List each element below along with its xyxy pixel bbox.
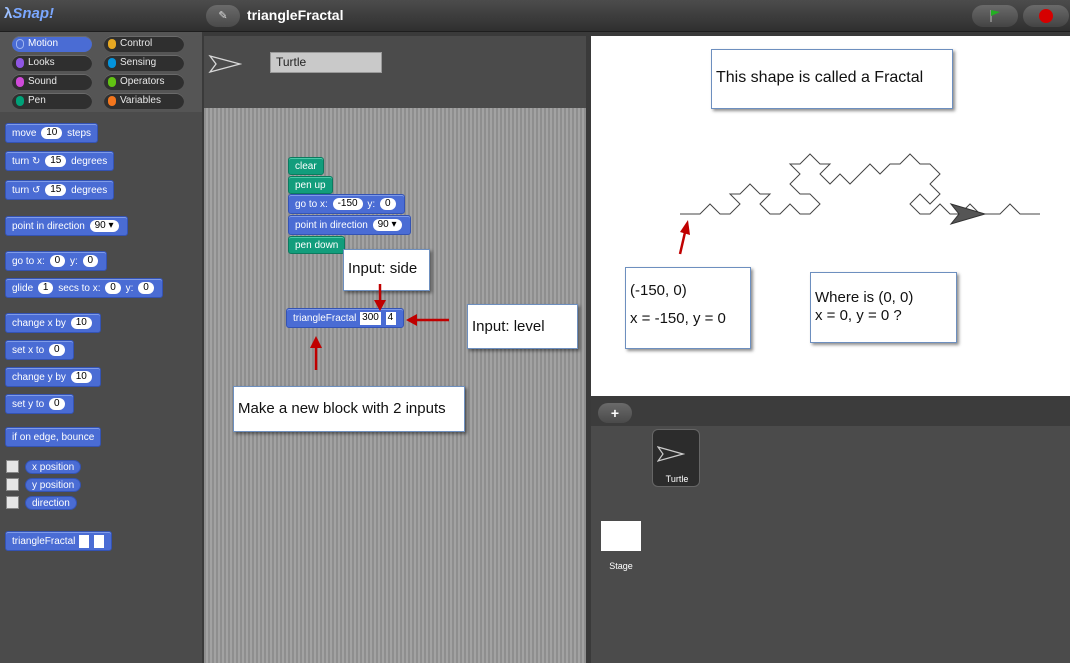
origin-question-line2: x = 0, y = 0 ? (815, 307, 902, 324)
direction-reporter[interactable]: direction (25, 496, 77, 510)
origin-question-line1: Where is (0, 0) (815, 289, 914, 306)
input-level-callout: Input: level (467, 304, 578, 349)
goto-y-input[interactable]: 0 (82, 255, 99, 268)
turn-clockwise-block[interactable]: turn ↻ 15 degrees (5, 151, 115, 171)
category-looks[interactable]: Looks (12, 55, 92, 71)
script-goto-x-input[interactable]: -150 (332, 198, 363, 211)
turtle-sprite-icon (208, 54, 242, 74)
turn-counterclockwise-block[interactable]: turn ↺ 15 degrees (5, 180, 115, 200)
custom-level-slot[interactable] (93, 534, 104, 548)
category-control[interactable]: Control (104, 36, 184, 52)
script-point-direction-block[interactable]: point in direction 90 ▾ (288, 215, 411, 235)
stage-thumbnail[interactable] (601, 521, 641, 551)
x-position-checkbox[interactable] (6, 460, 19, 473)
script-goto-y-input[interactable]: 0 (379, 198, 396, 211)
top-bar: λSnap! ✎ triangleFractal (0, 0, 1070, 32)
category-pen[interactable]: Pen (12, 93, 92, 109)
start-coordinate-text: (-150, 0) (630, 282, 687, 299)
level-input[interactable]: 4 (385, 311, 396, 325)
input-side-callout: Input: side (343, 249, 430, 291)
annotation-arrows (310, 284, 449, 370)
script-triangleFractal-block[interactable]: triangleFractal 300 4 (286, 308, 404, 328)
goto-x-input[interactable]: 0 (49, 255, 66, 268)
green-flag-button[interactable] (972, 5, 1018, 27)
scripts-area[interactable]: clear pen up go to x: -150 y: 0 point in… (204, 108, 586, 663)
sprite-corral-bar: + (591, 400, 1070, 426)
stop-button[interactable] (1023, 5, 1069, 27)
bounce-block[interactable]: if on edge, bounce (5, 427, 102, 447)
start-xy-text: x = -150, y = 0 (630, 310, 726, 327)
set-x-block[interactable]: set x to 0 (5, 340, 74, 360)
change-y-input[interactable]: 10 (70, 371, 92, 384)
turn-cw-degrees-input[interactable]: 15 (45, 155, 67, 168)
edit-project-button[interactable]: ✎ (206, 5, 240, 27)
category-sound[interactable]: Sound (12, 74, 92, 90)
move-steps-input[interactable]: 10 (41, 127, 63, 140)
glide-secs-input[interactable]: 1 (37, 282, 54, 295)
sprite-bar: Turtle (204, 36, 586, 108)
y-position-checkbox[interactable] (6, 478, 19, 491)
change-y-block[interactable]: change y by 10 (5, 367, 101, 387)
stage-thumbnail-label: Stage (609, 561, 633, 571)
move-block[interactable]: move 10 steps (5, 123, 99, 143)
category-variables[interactable]: Variables (104, 93, 184, 109)
category-sensing[interactable]: Sensing (104, 55, 184, 71)
green-flag-icon (990, 10, 1000, 22)
corral-sprite-label: Turtle (665, 474, 689, 484)
category-motion[interactable]: Motion (12, 36, 92, 52)
project-title: triangleFractal (247, 7, 344, 23)
sprite-corral: Turtle Stage (591, 426, 1070, 663)
sprite-name-field[interactable]: Turtle (270, 52, 382, 73)
set-x-input[interactable]: 0 (49, 344, 65, 357)
block-palette: Motion Control Looks Sensing Sound Opera… (0, 32, 202, 663)
direction-checkbox[interactable] (6, 496, 19, 509)
go-to-xy-block[interactable]: go to x: 0 y: 0 (5, 251, 108, 271)
y-position-reporter[interactable]: y position (25, 478, 82, 492)
origin-question-callout: Where is (0, 0) x = 0, y = 0 ? (810, 272, 957, 343)
custom-triangleFractal-block[interactable]: triangleFractal (5, 531, 112, 551)
corral-sprite-turtle[interactable]: Turtle (652, 429, 700, 487)
add-sprite-button[interactable]: + (598, 403, 632, 423)
script-go-to-block[interactable]: go to x: -150 y: 0 (288, 194, 405, 214)
plus-icon: + (610, 405, 620, 421)
clear-block[interactable]: clear (288, 157, 324, 175)
category-operators[interactable]: Operators (104, 74, 184, 90)
new-block-callout: Make a new block with 2 inputs (233, 386, 465, 432)
rotate-ccw-icon: ↺ (32, 185, 41, 196)
snap-logo[interactable]: λSnap! (4, 5, 55, 22)
custom-side-slot[interactable] (79, 534, 90, 548)
start-coordinate-callout: (-150, 0) x = -150, y = 0 (625, 267, 751, 349)
glide-y-input[interactable]: 0 (138, 282, 154, 295)
turtle-thumbnail-icon (657, 446, 685, 462)
set-y-input[interactable]: 0 (49, 398, 65, 411)
glide-block[interactable]: glide 1 secs to x: 0 y: 0 (5, 278, 163, 298)
pencil-icon: ✎ (218, 10, 228, 22)
set-y-block[interactable]: set y to 0 (5, 394, 74, 414)
rotate-cw-icon: ↻ (32, 156, 41, 167)
point-in-direction-block[interactable]: point in direction 90 ▾ (5, 216, 128, 236)
script-direction-dropdown[interactable]: 90 ▾ (372, 219, 402, 232)
direction-dropdown[interactable]: 90 ▾ (89, 220, 119, 233)
change-x-input[interactable]: 10 (70, 317, 92, 330)
glide-x-input[interactable]: 0 (105, 282, 121, 295)
turn-ccw-degrees-input[interactable]: 15 (45, 184, 67, 197)
side-input[interactable]: 300 (360, 311, 381, 325)
change-x-block[interactable]: change x by 10 (5, 313, 101, 333)
stop-icon (1039, 9, 1053, 23)
pen-up-block[interactable]: pen up (288, 176, 333, 194)
koch-fractal-drawing (678, 153, 1040, 255)
pen-down-block[interactable]: pen down (288, 236, 346, 254)
x-position-reporter[interactable]: x position (25, 460, 82, 474)
category-selector: Motion Control Looks Sensing Sound Opera… (0, 32, 202, 112)
fractal-title-callout: This shape is called a Fractal (711, 49, 953, 109)
stage[interactable]: This shape is called a Fractal (-150, 0)… (591, 36, 1070, 396)
